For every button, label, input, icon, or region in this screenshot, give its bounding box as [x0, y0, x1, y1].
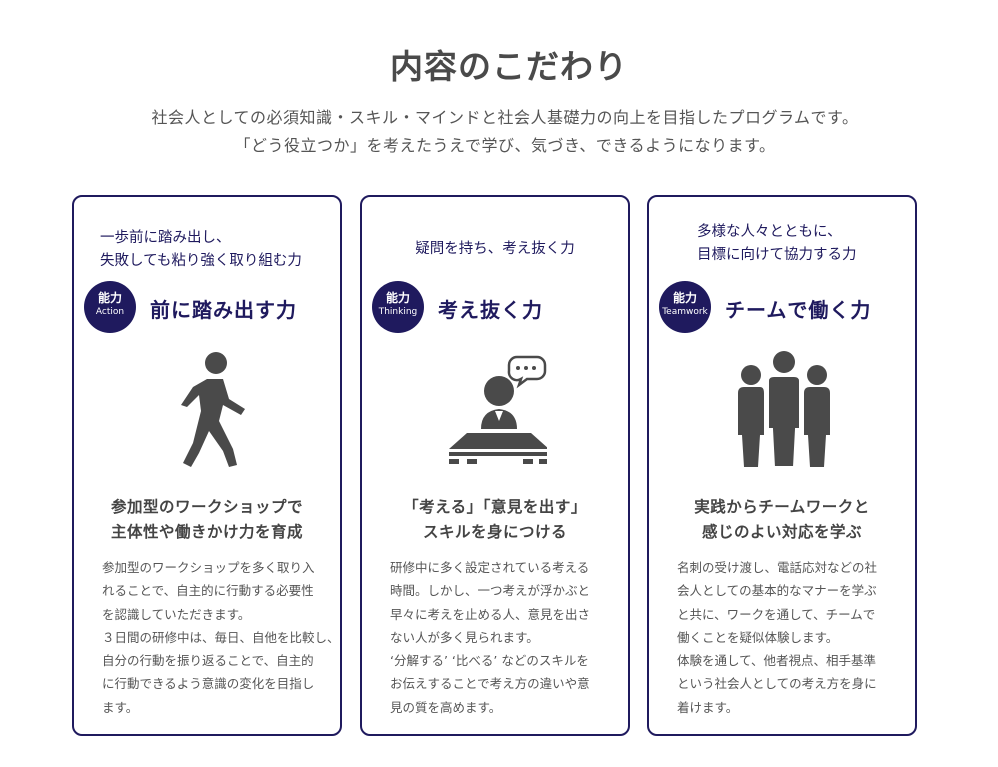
tagline-line: 疑問を持ち、考え抜く力 [415, 241, 575, 257]
body-line: 時間。しかし、一つ考えが浮かぶと [390, 583, 591, 599]
card-heading: チームで働く力 [725, 298, 872, 322]
body-line: 体験を通して、他者視点、相手基準 [677, 653, 877, 669]
ability-badge: 能力 Thinking [372, 281, 424, 333]
card-teamwork: 多様な人々とともに、 目標に向けて協力する力 能力 Teamwork チームで働… [647, 195, 917, 736]
card-body: 参加型のワークショップを多く取り入 れることで、自主的に行動する必要性 を認識し… [102, 556, 340, 719]
ability-badge: 能力 Teamwork [659, 281, 711, 333]
body-line: ない人が多く見られます。 [390, 629, 539, 645]
lead-line: 「どう役立つか」を考えたうえで学び、気づき、できるようになります。 [234, 136, 776, 155]
subheading-line: 実践からチームワークと [694, 498, 870, 516]
tagline-line: 目標に向けて協力する力 [697, 247, 857, 263]
card-tagline: 一歩前に踏み出し、 失敗しても粘り強く取り組む力 [100, 227, 340, 273]
card-subheading: 実践からチームワークと 感じのよい対応を学ぶ [649, 495, 915, 545]
body-line: 働くことを疑似体験します。 [677, 629, 839, 645]
card-body: 名刺の受け渡し、電話応対などの社 会人としての基本的なマナーを学ぶ と共に、ワー… [677, 556, 905, 719]
body-line: 会人としての基本的なマナーを学ぶ [677, 583, 877, 599]
page-title: 内容のこだわり [390, 47, 628, 86]
subheading-line: 主体性や働きかけ力を育成 [110, 523, 303, 541]
lead-text: 社会人としての必須知識・スキル・マインドと社会人基礎力の向上を目指したプログラム… [0, 104, 998, 160]
badge-label: 能力 [97, 291, 122, 305]
subheading-line: 参加型のワークショップで [110, 498, 303, 516]
body-line: ‘分解する’ ‘比べる’ などのスキルを [390, 653, 589, 669]
body-line: お伝えすることで考え方の違いや意 [390, 676, 590, 692]
badge-en: Action [95, 307, 125, 317]
body-line: 自分の行動を振り返ることで、自主的 [102, 653, 314, 669]
body-line: という社会人としての考え方を身に [677, 676, 877, 692]
subheading-line: 「考える」「意見を出す」 [403, 498, 587, 516]
body-line: 参加型のワークショップを多く取り入 [102, 560, 315, 575]
card-action: 一歩前に踏み出し、 失敗しても粘り強く取り組む力 能力 Action 前に踏み出… [72, 195, 342, 736]
subheading-line: スキルを身につける [422, 523, 567, 541]
body-line: 研修中に多く設定されている考える [390, 560, 590, 575]
body-line: ３日間の研修中は、毎日、自他を比較し、 [102, 629, 340, 645]
lead-line: 社会人としての必須知識・スキル・マインドと社会人基礎力の向上を目指したプログラム… [151, 108, 859, 127]
subheading-line: 感じのよい対応を学ぶ [701, 523, 862, 541]
card-body: 研修中に多く設定されている考える 時間。しかし、一つ考えが浮かぶと 早々に考えを… [390, 556, 618, 719]
card-heading: 考え抜く力 [438, 298, 543, 322]
card-thinking: 疑問を持ち、考え抜く力 能力 Thinking 考え抜く力 「考える」「意見を出… [360, 195, 630, 736]
team-icon [738, 351, 830, 468]
tagline-line: 失敗しても粘り強く取り組む力 [100, 253, 302, 269]
card-tagline: 多様な人々とともに、 目標に向けて協力する力 [697, 221, 915, 267]
badge-en: Thinking [378, 307, 418, 317]
badge-label: 能力 [672, 291, 697, 305]
card-tagline: 疑問を持ち、考え抜く力 [362, 238, 628, 261]
body-line: と共に、ワークを通して、チームで [677, 606, 876, 622]
body-line: 着けます。 [677, 699, 739, 715]
card-heading: 前に踏み出す力 [150, 298, 297, 322]
body-line: に行動できるよう意識の変化を目指し [102, 676, 315, 692]
badge-label: 能力 [385, 291, 410, 305]
badge-en: Teamwork [662, 307, 708, 317]
card-subheading: 「考える」「意見を出す」 スキルを身につける [362, 495, 628, 545]
body-line: ます。 [102, 699, 139, 715]
thinking-person-icon [449, 355, 547, 464]
body-line: を認識していただきます。 [102, 606, 251, 622]
body-line: 見の質を高めます。 [390, 699, 502, 715]
body-line: 名刺の受け渡し、電話応対などの社 [677, 560, 878, 575]
body-line: れることで、自主的に行動する必要性 [102, 583, 314, 599]
tagline-line: 多様な人々とともに、 [697, 224, 842, 240]
walking-person-icon [181, 352, 245, 467]
tagline-line: 一歩前に踏み出し、 [100, 230, 231, 246]
ability-badge: 能力 Action [84, 281, 136, 333]
body-line: 早々に考えを止める人、意見を出さ [390, 606, 591, 622]
card-subheading: 参加型のワークショップで 主体性や働きかけ力を育成 [74, 495, 340, 545]
